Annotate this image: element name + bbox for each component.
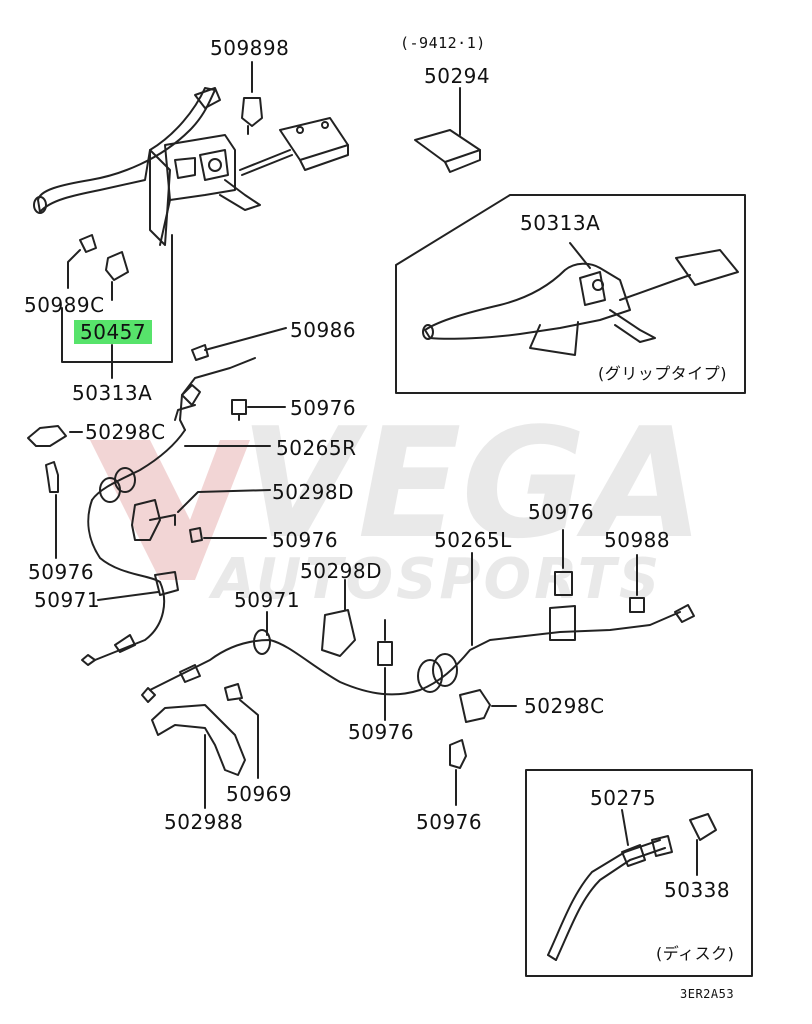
leader-50971-a xyxy=(97,591,159,601)
cable-50265R xyxy=(81,357,256,666)
parking-brake-lever-main xyxy=(33,87,293,246)
label-50265R: 50265R xyxy=(276,436,357,460)
label-50298D-a: 50298D xyxy=(272,480,355,504)
disc-cable xyxy=(547,809,717,961)
clamp-50298D-a xyxy=(131,489,271,543)
inset-disc-box xyxy=(525,769,753,977)
label-50265L: 50265L xyxy=(434,528,512,552)
label-50969: 50969 xyxy=(226,782,293,806)
label-50976-e: 50976 xyxy=(348,720,415,744)
bolt-509898 xyxy=(241,61,263,135)
lever-bracket xyxy=(279,117,349,171)
label-50298D-b: 50298D xyxy=(300,559,383,583)
bolt-50986 xyxy=(191,327,287,361)
bolt-50976-a xyxy=(231,399,286,421)
bolt-50976-b xyxy=(45,461,59,559)
label-code-range: (-9412·1) xyxy=(400,34,486,52)
label-50338: 50338 xyxy=(664,878,731,902)
watermark-logo-icon xyxy=(90,440,250,580)
label-50313A-inset: 50313A xyxy=(520,211,601,235)
clip-50298C-a xyxy=(27,425,83,447)
label-drawing-code: 3ER2A53 xyxy=(680,987,735,1001)
label-50298C-b: 50298C xyxy=(524,694,605,718)
label-50976-f: 50976 xyxy=(416,810,483,834)
label-50971-b: 50971 xyxy=(234,588,301,612)
bracket-502988 xyxy=(151,704,246,809)
leader-bracket-50457 xyxy=(61,234,173,363)
nut-50988 xyxy=(629,554,645,613)
label-50298C-a: 50298C xyxy=(85,420,166,444)
label-50294: 50294 xyxy=(424,64,491,88)
clamp-50298D-b xyxy=(321,579,393,721)
inset-grip-type-box xyxy=(395,194,746,394)
bolt-50976-d xyxy=(554,529,573,596)
label-50989C: 50989C xyxy=(24,293,105,317)
label-50275: 50275 xyxy=(590,786,657,810)
label-502988: 502988 xyxy=(164,810,244,834)
label-50976-b: 50976 xyxy=(272,528,339,552)
label-grip-type: (グリップタイプ) xyxy=(598,364,727,383)
label-50976-a: 50976 xyxy=(290,396,357,420)
label-50313A: 50313A xyxy=(72,381,153,405)
bolt-50976-f xyxy=(449,739,467,806)
label-50976-c: 50976 xyxy=(28,560,95,584)
label-50971-a: 50971 xyxy=(34,588,101,612)
nut-50969 xyxy=(224,683,259,779)
label-50986: 50986 xyxy=(290,318,357,342)
label-509898: 509898 xyxy=(210,36,290,60)
part-50294 xyxy=(414,87,481,173)
label-50988: 50988 xyxy=(604,528,671,552)
cable-50265L xyxy=(141,604,695,703)
label-50457-highlighted: 50457 xyxy=(74,320,153,344)
part-50989C-clip xyxy=(67,234,129,301)
label-disc: (ディスク) xyxy=(656,944,735,963)
inset-parking-brake-lever xyxy=(422,242,739,356)
clip-50298C-b xyxy=(459,689,517,723)
label-50976-d: 50976 xyxy=(528,500,595,524)
